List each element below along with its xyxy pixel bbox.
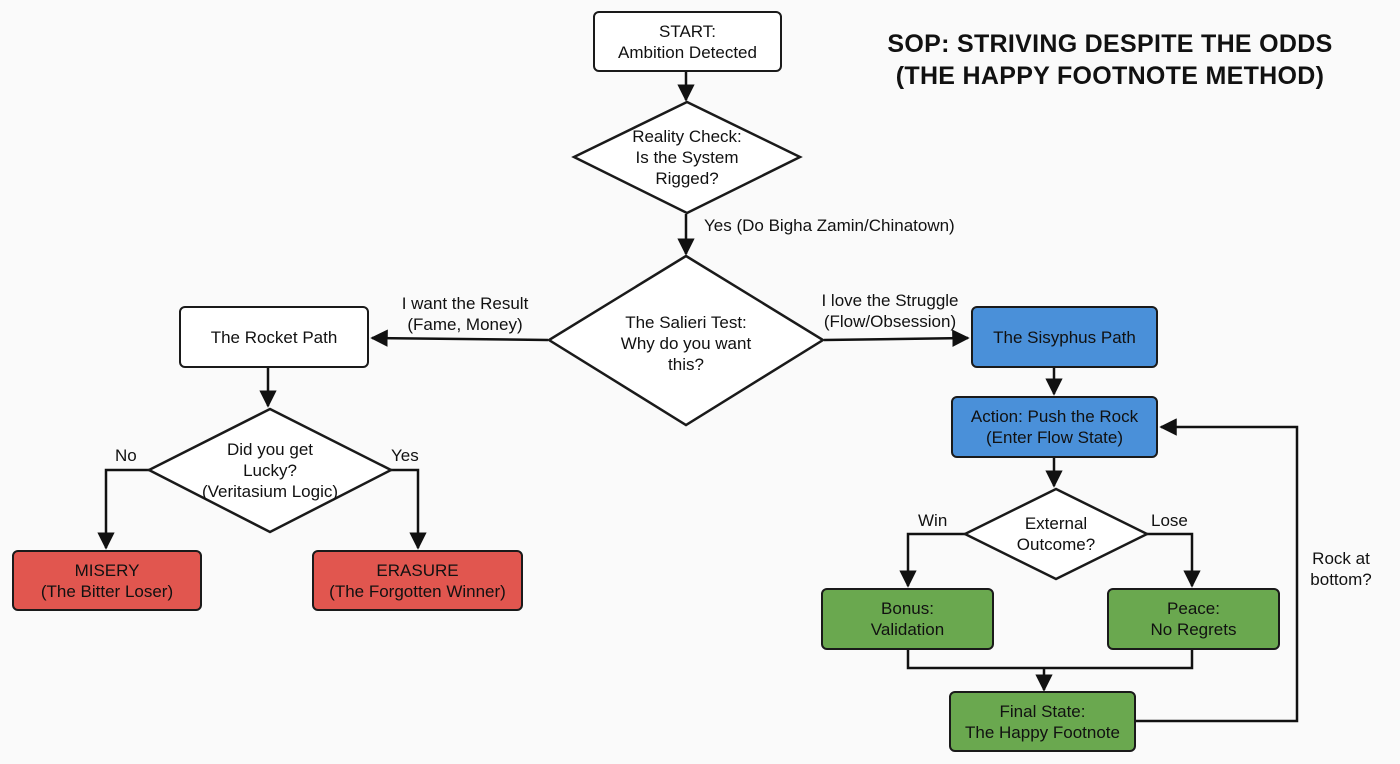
node-start: START: Ambition Detected	[593, 11, 782, 72]
node-erasure-line-2: (The Forgotten Winner)	[329, 581, 506, 601]
node-reality-check: Reality Check: Is the System Rigged?	[571, 100, 803, 215]
node-final-state-line-2: The Happy Footnote	[965, 722, 1120, 742]
node-misery: MISERY (The Bitter Loser)	[12, 550, 202, 611]
node-reality-check-line-2: Is the System	[635, 148, 739, 167]
node-push-rock-line-1: Action: Push the Rock	[970, 407, 1139, 426]
node-rocket-path-label: The Rocket Path	[210, 327, 338, 347]
node-misery-line-1: MISERY	[74, 560, 140, 580]
node-final-state: Final State: The Happy Footnote	[949, 691, 1136, 752]
edge-outcome-lose-to-peace	[1146, 532, 1201, 588]
node-salieri-test-line-3: this?	[668, 355, 704, 374]
diamond-shape	[146, 407, 394, 534]
node-sisyphus-path-label: The Sisyphus Path	[993, 327, 1136, 347]
node-external-outcome: External Outcome?	[962, 487, 1150, 581]
label-rock-bottom-line-2: bottom?	[1310, 570, 1372, 589]
node-bonus-line-2: Validation	[870, 620, 945, 639]
label-win: Win	[918, 511, 948, 530]
edge-salieri-to-rocket	[370, 329, 549, 347]
label-yes: Yes	[391, 446, 419, 465]
node-erasure-line-1: ERASURE	[376, 560, 459, 580]
node-external-outcome-line-2: Outcome?	[1016, 535, 1096, 554]
node-erasure: ERASURE (The Forgotten Winner)	[312, 550, 523, 611]
diagram-title: SOP: STRIVING DESPITE THE ODDS (THE HAPP…	[860, 28, 1360, 92]
node-lucky: Did you get Lucky? (Veritasium Logic)	[146, 407, 394, 534]
label-want-result-line-2: (Fame, Money)	[407, 315, 523, 334]
node-reality-check-line-3: Rigged?	[655, 169, 719, 188]
label-yes-system: Yes (Do Bigha Zamin/Chinatown)	[704, 216, 955, 235]
node-start-line-1: START:	[659, 21, 716, 41]
title-line-2: (THE HAPPY FOOTNOTE METHOD)	[895, 62, 1325, 90]
label-want-result: I want the Result (Fame, Money)	[385, 293, 545, 335]
node-push-rock-line-2: (Enter Flow State)	[986, 428, 1123, 447]
label-love-struggle-line-2: (Flow/Obsession)	[823, 312, 957, 331]
edge-salieri-to-sisyphus	[823, 329, 970, 347]
node-salieri-test-line-2: Why do you want	[620, 334, 752, 353]
node-peace: Peace: No Regrets	[1107, 588, 1280, 650]
edge-final-loop-to-push	[1136, 418, 1299, 723]
node-peace-line-1: Peace:	[1167, 599, 1220, 618]
node-rocket-path: The Rocket Path	[179, 306, 369, 368]
title-line-1: SOP: STRIVING DESPITE THE ODDS	[887, 30, 1333, 58]
node-lucky-line-1: Did you get	[227, 440, 313, 459]
node-salieri-test-line-1: The Salieri Test:	[625, 313, 747, 332]
label-want-result-line-1: I want the Result	[401, 294, 529, 313]
label-love-struggle: I love the Struggle (Flow/Obsession)	[810, 290, 970, 332]
node-misery-line-2: (The Bitter Loser)	[40, 581, 174, 601]
diamond-shape	[546, 254, 826, 427]
node-reality-check-line-1: Reality Check:	[632, 127, 742, 146]
label-love-struggle-line-1: I love the Struggle	[821, 291, 959, 310]
edge-lucky-no-to-misery	[97, 468, 150, 550]
node-start-line-2: Ambition Detected	[618, 42, 757, 62]
label-lose: Lose	[1151, 511, 1188, 530]
edge-bonus-merge	[906, 650, 1194, 670]
node-lucky-line-3: (Veritasium Logic)	[201, 482, 339, 501]
node-lucky-line-2: Lucky?	[243, 461, 297, 480]
node-bonus-line-1: Bonus:	[881, 599, 934, 618]
node-sisyphus-path: The Sisyphus Path	[971, 306, 1158, 368]
node-final-state-line-1: Final State:	[999, 701, 1086, 721]
node-salieri-test: The Salieri Test: Why do you want this?	[546, 254, 826, 427]
edge-outcome-win-to-bonus	[899, 532, 966, 588]
node-peace-line-2: No Regrets	[1150, 620, 1237, 639]
diamond-shape	[571, 100, 803, 215]
edge-lucky-yes-to-erasure	[390, 468, 427, 550]
label-rock-bottom: Rock at bottom?	[1304, 548, 1378, 590]
label-no: No	[115, 446, 137, 465]
node-push-rock: Action: Push the Rock (Enter Flow State)	[951, 396, 1158, 458]
node-bonus: Bonus: Validation	[821, 588, 994, 650]
diamond-shape	[962, 487, 1150, 581]
label-rock-bottom-line-1: Rock at	[1312, 549, 1370, 568]
node-external-outcome-line-1: External	[1024, 514, 1088, 533]
